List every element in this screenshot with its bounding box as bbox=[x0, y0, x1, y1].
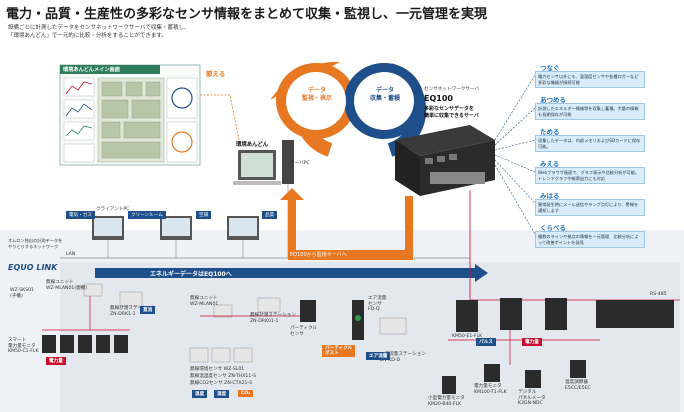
env-label-temp: 温度 bbox=[192, 390, 208, 398]
label-power2: 電力量 bbox=[522, 338, 542, 346]
feature-text-tameru: 収集したデータは、内部メモリおよびSDカードに保存可能。 bbox=[535, 135, 645, 152]
label-particle: パーティクル ダスト bbox=[322, 345, 356, 357]
server-caption: センサネットワークサーバ bbox=[424, 87, 480, 92]
digital-panel-label: デジタル パネルメータ K3GN-NDC bbox=[518, 390, 546, 406]
label-air: エア流量 bbox=[366, 352, 391, 360]
wireless-sensor-2: 無線CO2センサ ZN-CTX21-S bbox=[190, 381, 252, 386]
air-sensor-label: エア流量 センサ FD-Q bbox=[368, 296, 387, 312]
wz-sk-label: WZ-SKS01 (子機) bbox=[10, 288, 34, 299]
power-monitor-2-label: 小型電力量モニタ KM20-B40-FLK bbox=[428, 396, 465, 407]
particle-label: パーティクル センサ bbox=[290, 326, 318, 337]
anzen-pc-label: 環境あんどん bbox=[236, 142, 269, 148]
client-pcs bbox=[92, 216, 259, 240]
measure-station-label: 無線計測ステーション ZN-DRK1-1 bbox=[110, 306, 156, 317]
label-pulse: パルス bbox=[476, 338, 496, 346]
feature-title-atsumeru: あつめる bbox=[540, 96, 566, 104]
smart-power-label: スマート 電力量モニタ KM50-C1-FLK bbox=[8, 338, 39, 354]
wireless-sensor-0: 無線環境センサ WZ-SL01 bbox=[190, 367, 245, 372]
screen-title: 環境あんどんメイン画面 bbox=[63, 67, 120, 73]
to-server-label: EQ100から監視サーバへ bbox=[290, 252, 347, 258]
wireless-unit-1-label: 無線ユニット WZ-MLAN01(親機) bbox=[46, 280, 88, 291]
wireless-unit-2-label: 無線ユニット WZ-MLAN01 bbox=[190, 296, 219, 307]
pc-tag-2: 空調 bbox=[196, 211, 212, 219]
server-name: EQ100 bbox=[424, 94, 453, 103]
server-desc: 多彩なセンサデータを 簡単に収集できるサーバ bbox=[424, 106, 479, 119]
pc-tag-3: 品質 bbox=[262, 211, 278, 219]
env-label-co2: CO₂ bbox=[238, 390, 254, 397]
feature-title-mieru: みえる bbox=[540, 160, 560, 168]
feature-title-kuraberu: くらべる bbox=[540, 224, 566, 232]
pc-tag-0: 電気・ガス bbox=[66, 211, 95, 219]
page-title: 電力・品質・生産性の多彩なセンサ情報をまとめて収集・監視し、一元管理を実現 bbox=[6, 7, 488, 22]
feature-text-tsunagu: 電力センサ以外にも、温湿度センサや各種ロガーなど多彩な機器が接続可能 bbox=[535, 71, 645, 88]
feature-title-tameru: ためる bbox=[540, 128, 560, 136]
equo-logo: EQUO LINK bbox=[8, 263, 58, 272]
power-monitor-3-label: 電力量モニタ KM100-T1-FLK bbox=[474, 384, 507, 395]
feature-title-miharu: みはる bbox=[540, 192, 560, 200]
pc-tag-1: クリーンルーム bbox=[128, 211, 166, 219]
feature-text-miharu: 異常発生時にメール送信やランプ点灯により、警報を通知します bbox=[535, 199, 645, 216]
collect-label: データ 収集・蓄積 bbox=[369, 87, 400, 102]
server-pc-label: サーバPC bbox=[290, 161, 310, 166]
feature-text-kuraberu: 複数のラインや拠点の情報を一元管理、比較分析によって改善ポイントを発見 bbox=[535, 231, 645, 248]
energy-bus-label: エネルギーデータはEQ100へ bbox=[150, 271, 232, 278]
feature-text-atsumeru: 計測したエネルギー情報等を収集し蓄積。大量の情報も長期保存が可能 bbox=[535, 103, 645, 120]
equo-caption: オムロン独自の計測データをやりとりするネットワーク bbox=[8, 238, 63, 249]
feature-title-tsunagu: つなぐ bbox=[540, 64, 560, 72]
wireless-sensor-1: 無線温湿度センサ ZN-THX11-S bbox=[190, 374, 256, 379]
factory-floor bbox=[60, 262, 680, 412]
intro-line-1: 設備ごとに計測したデータをセンサネットワークサーバで収集・蓄積し、 bbox=[8, 25, 190, 31]
lan-label: LAN bbox=[66, 252, 76, 257]
label-power: 電力量 bbox=[46, 357, 66, 365]
screen-callout: 節える bbox=[206, 70, 226, 78]
air-station-label: エア流量ステーション ZN-KD-D bbox=[380, 352, 426, 363]
label-pressure: 直流 bbox=[140, 306, 156, 314]
measure-station-2-label: 無線計測ステーション ZN-DRK01-1 bbox=[250, 313, 296, 324]
rs485-label: RS-485 bbox=[650, 292, 667, 297]
intro-line-2: 「環境あんどん」で一元的に比較・分析をすることができます。 bbox=[8, 33, 167, 39]
temp-ctrl-label: 温度調節器 E5CC/E5EC bbox=[565, 380, 591, 391]
env-label-humidity: 湿度 bbox=[214, 390, 230, 398]
feature-text-mieru: Webブラウザ画面で、グラフ表示や比較分析が可能。トレンドグラフや帳票出力にも対… bbox=[535, 167, 645, 184]
monitor-label: データ 監視・表示 bbox=[301, 87, 332, 102]
client-pc-label: クライアントPC bbox=[96, 207, 130, 212]
eq100-device bbox=[395, 125, 495, 196]
power-monitor-1-label: KM50-E1-FLK bbox=[452, 334, 483, 339]
